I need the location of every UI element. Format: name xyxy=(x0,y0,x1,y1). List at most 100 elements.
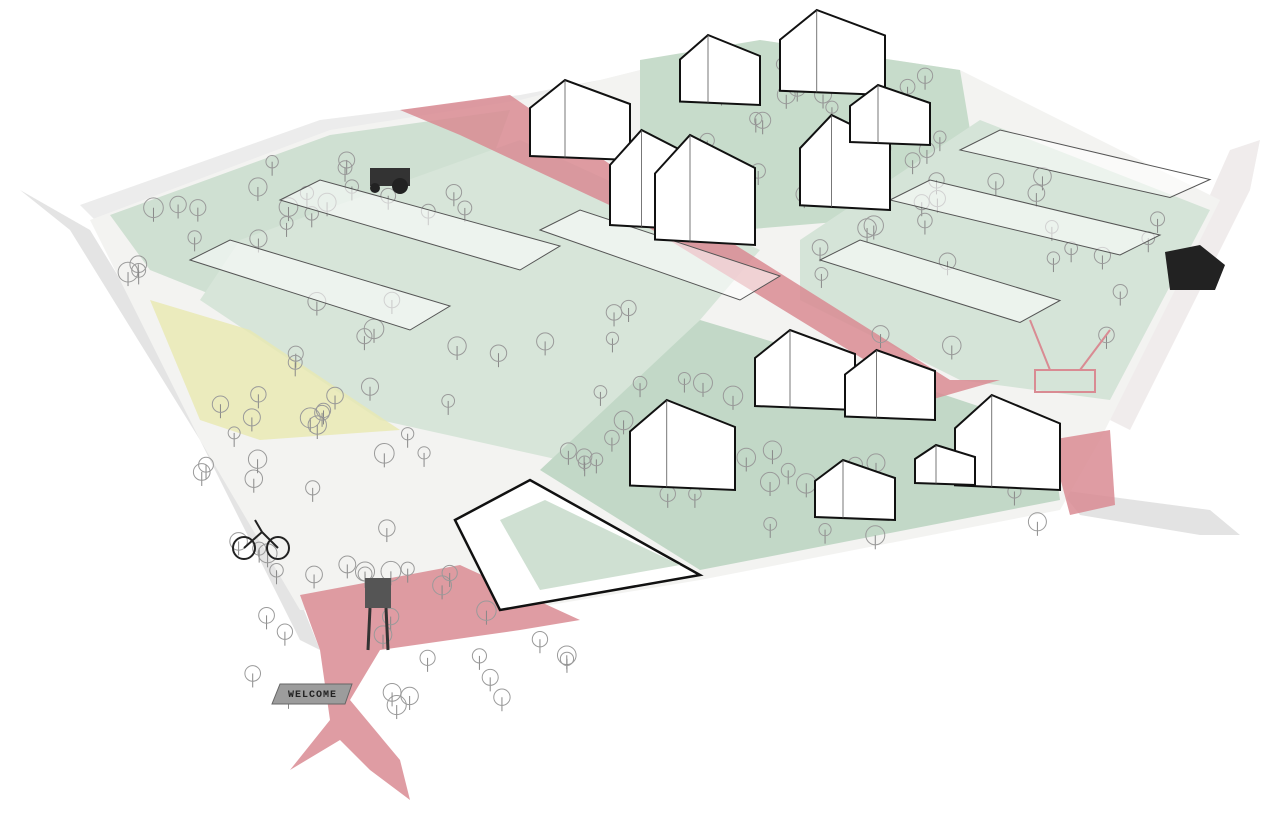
tree xyxy=(722,385,744,410)
cyclist-icon xyxy=(232,519,290,560)
tractor-icon xyxy=(370,168,410,194)
red-path-diagonal xyxy=(400,95,1000,400)
tree xyxy=(417,446,431,467)
greenhouse xyxy=(278,179,562,271)
greenhouse xyxy=(958,129,1212,199)
tree xyxy=(489,344,508,368)
building xyxy=(529,78,631,162)
tree xyxy=(604,429,620,452)
tree xyxy=(373,443,395,468)
tree xyxy=(373,625,393,649)
tree xyxy=(315,402,332,425)
tree xyxy=(736,447,757,472)
tree xyxy=(248,177,268,201)
tree xyxy=(1027,184,1046,208)
tree xyxy=(1112,283,1128,306)
building xyxy=(679,33,761,107)
tree xyxy=(493,688,511,712)
tree xyxy=(382,682,402,707)
tree xyxy=(287,345,304,368)
tree xyxy=(360,377,380,401)
tree xyxy=(386,695,407,720)
tree xyxy=(265,155,279,176)
tree xyxy=(244,665,262,688)
building xyxy=(779,8,886,97)
tree xyxy=(211,395,230,419)
tree xyxy=(143,197,164,222)
tree xyxy=(276,623,294,646)
tree xyxy=(337,160,353,182)
tree xyxy=(400,561,415,583)
tree xyxy=(536,332,555,356)
tree xyxy=(227,426,241,447)
tree xyxy=(338,555,357,579)
tree xyxy=(916,67,934,90)
shipping-container xyxy=(1165,245,1225,290)
courtyard-green xyxy=(500,500,680,590)
tree xyxy=(445,183,463,207)
tree xyxy=(338,151,356,174)
tree xyxy=(871,325,890,349)
tree xyxy=(1150,211,1166,233)
tree xyxy=(759,471,781,496)
building xyxy=(629,398,736,492)
tree xyxy=(187,230,202,252)
tree xyxy=(917,212,933,235)
tree xyxy=(400,427,415,448)
tree xyxy=(1046,251,1061,273)
tree xyxy=(269,563,284,585)
tree xyxy=(481,668,499,692)
tree xyxy=(1098,326,1115,349)
tree xyxy=(419,649,436,672)
building xyxy=(844,348,936,422)
house-group xyxy=(529,8,1061,522)
tree xyxy=(693,372,713,397)
tree xyxy=(299,407,321,432)
tree xyxy=(559,442,577,465)
tree xyxy=(613,410,634,435)
tree xyxy=(814,267,829,288)
tree xyxy=(632,375,648,398)
tree xyxy=(242,408,261,432)
greenhouse-group xyxy=(188,129,1212,331)
greenhouse xyxy=(818,239,1062,324)
greenhouse xyxy=(538,209,782,301)
tree xyxy=(252,541,267,563)
water-tower-icon xyxy=(365,578,391,651)
tree xyxy=(314,404,331,427)
tree xyxy=(441,564,458,587)
tree xyxy=(865,525,886,550)
greenhouse xyxy=(188,239,452,331)
tree xyxy=(933,130,947,152)
tree xyxy=(258,606,275,630)
tree xyxy=(677,371,691,393)
tree xyxy=(192,463,211,486)
tree xyxy=(117,261,139,287)
building xyxy=(654,133,756,247)
tree xyxy=(754,111,772,135)
green-east xyxy=(800,120,1210,400)
tree xyxy=(762,440,783,465)
tree xyxy=(378,519,396,543)
tree xyxy=(780,462,796,485)
tree xyxy=(381,607,400,631)
tree xyxy=(441,394,456,415)
tree xyxy=(307,415,327,440)
tree xyxy=(432,575,453,600)
tree xyxy=(593,385,608,406)
welcome-doormat: WELCOME xyxy=(271,683,353,705)
tree xyxy=(863,215,884,240)
green-southeast xyxy=(540,320,1060,570)
tree xyxy=(476,600,497,625)
tree xyxy=(763,516,778,538)
tree xyxy=(447,336,467,361)
tree xyxy=(942,335,962,360)
tree xyxy=(620,299,637,323)
tree xyxy=(811,239,829,262)
tree xyxy=(531,631,549,654)
red-path-south xyxy=(290,565,580,800)
tree xyxy=(189,199,207,222)
tree xyxy=(471,648,487,670)
